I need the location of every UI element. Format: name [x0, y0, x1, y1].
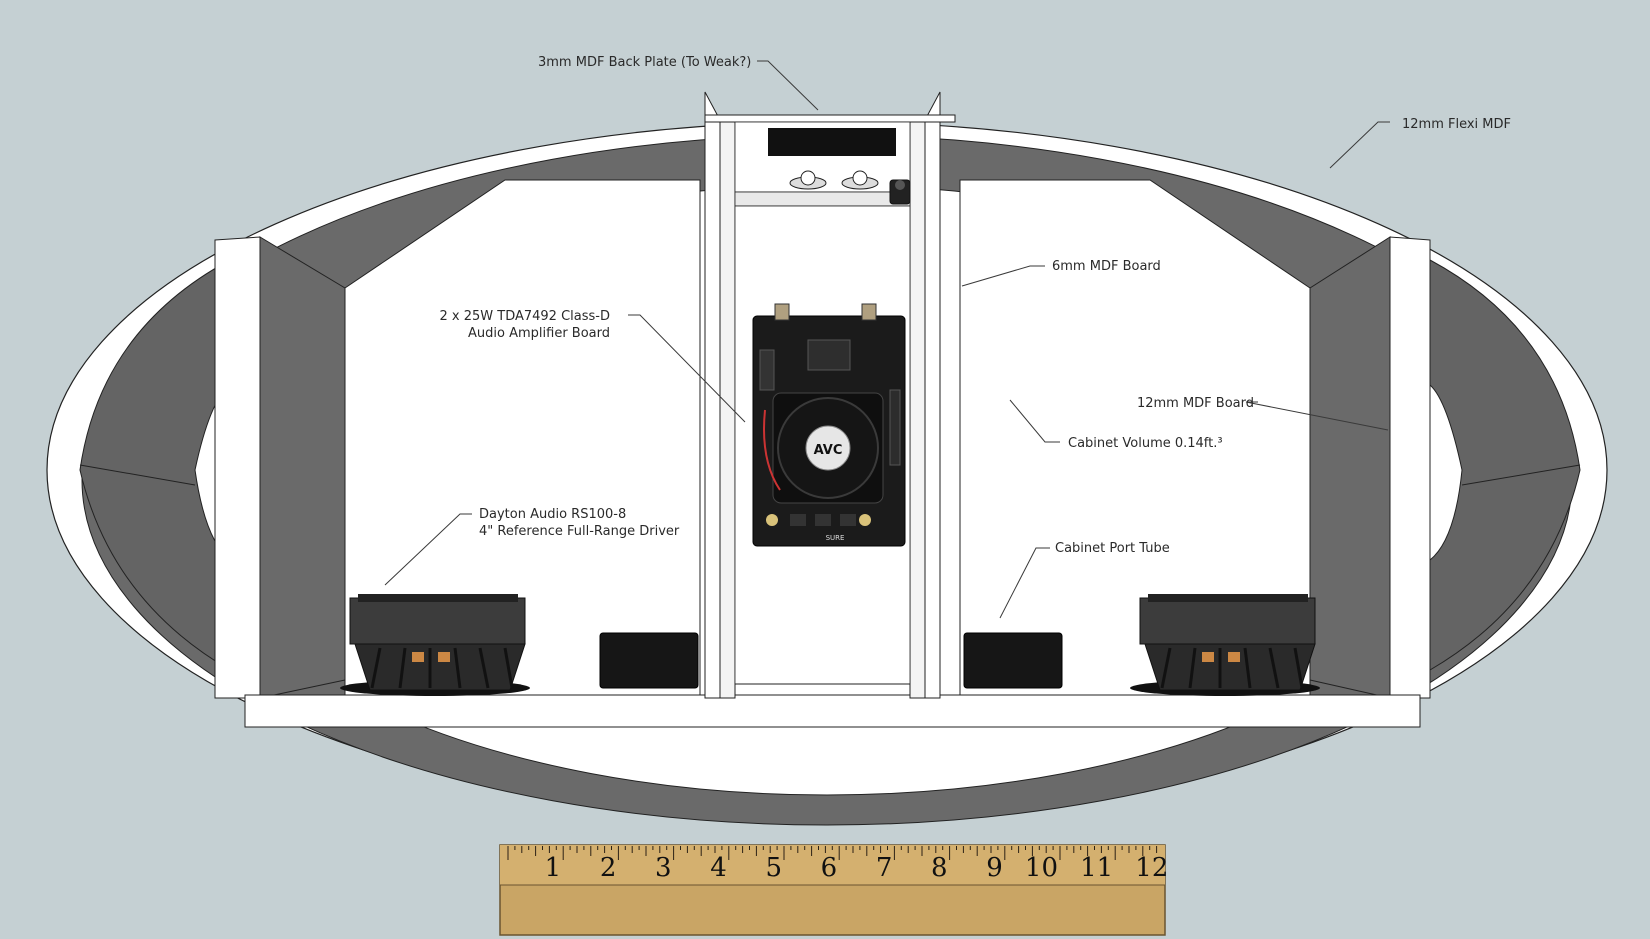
port-tube-left — [599, 632, 699, 689]
label-back-plate: 3mm MDF Back Plate (To Weak?) — [538, 55, 751, 70]
ruler-number: 5 — [765, 853, 782, 883]
ruler-number: 4 — [710, 853, 727, 883]
back-plate-cutout — [768, 128, 896, 156]
label-driver-line1: Dayton Audio RS100-8 — [479, 507, 626, 522]
amplifier-board: AVC SURE — [752, 303, 906, 547]
ruler-number: 10 — [1025, 853, 1058, 883]
speaker-driver-left — [340, 594, 530, 696]
ruler-number: 1 — [545, 853, 562, 883]
board-brand-label: SURE — [826, 534, 845, 542]
ruler-number: 11 — [1080, 853, 1113, 883]
fan-brand-label: AVC — [814, 443, 843, 458]
port-tube-right — [963, 632, 1063, 689]
right-chamber — [959, 179, 1431, 699]
ruler-number: 2 — [600, 853, 617, 883]
ruler-number: 9 — [986, 853, 1003, 883]
ruler-ticks — [507, 846, 1158, 860]
label-6mm-mdf: 6mm MDF Board — [1052, 259, 1161, 274]
fan-hub-icon — [805, 425, 851, 471]
label-driver-line2: 4" Reference Full-Range Driver — [479, 524, 680, 539]
label-amp-line2: Audio Amplifier Board — [468, 326, 610, 341]
label-flexi-mdf: 12mm Flexi MDF — [1402, 117, 1511, 132]
left-chamber — [214, 179, 701, 699]
label-amp-line1: 2 x 25W TDA7492 Class-D — [440, 309, 611, 324]
ruler-number: 3 — [655, 853, 672, 883]
speaker-driver-right — [1130, 594, 1320, 696]
label-cabinet-volume: Cabinet Volume 0.14ft.³ — [1068, 436, 1223, 451]
binding-post-icon — [789, 170, 879, 190]
ruler-number: 6 — [821, 853, 838, 883]
ruler-number: 7 — [876, 853, 893, 883]
ruler-number: 12 — [1135, 853, 1168, 883]
label-12mm-mdf: 12mm MDF Board — [1137, 396, 1254, 411]
leader-lines — [384, 60, 1390, 619]
bottom-front-board — [244, 694, 1421, 728]
label-port-tube: Cabinet Port Tube — [1055, 541, 1170, 556]
ruler-number: 8 — [931, 853, 948, 883]
dc-jack-icon — [889, 179, 911, 205]
